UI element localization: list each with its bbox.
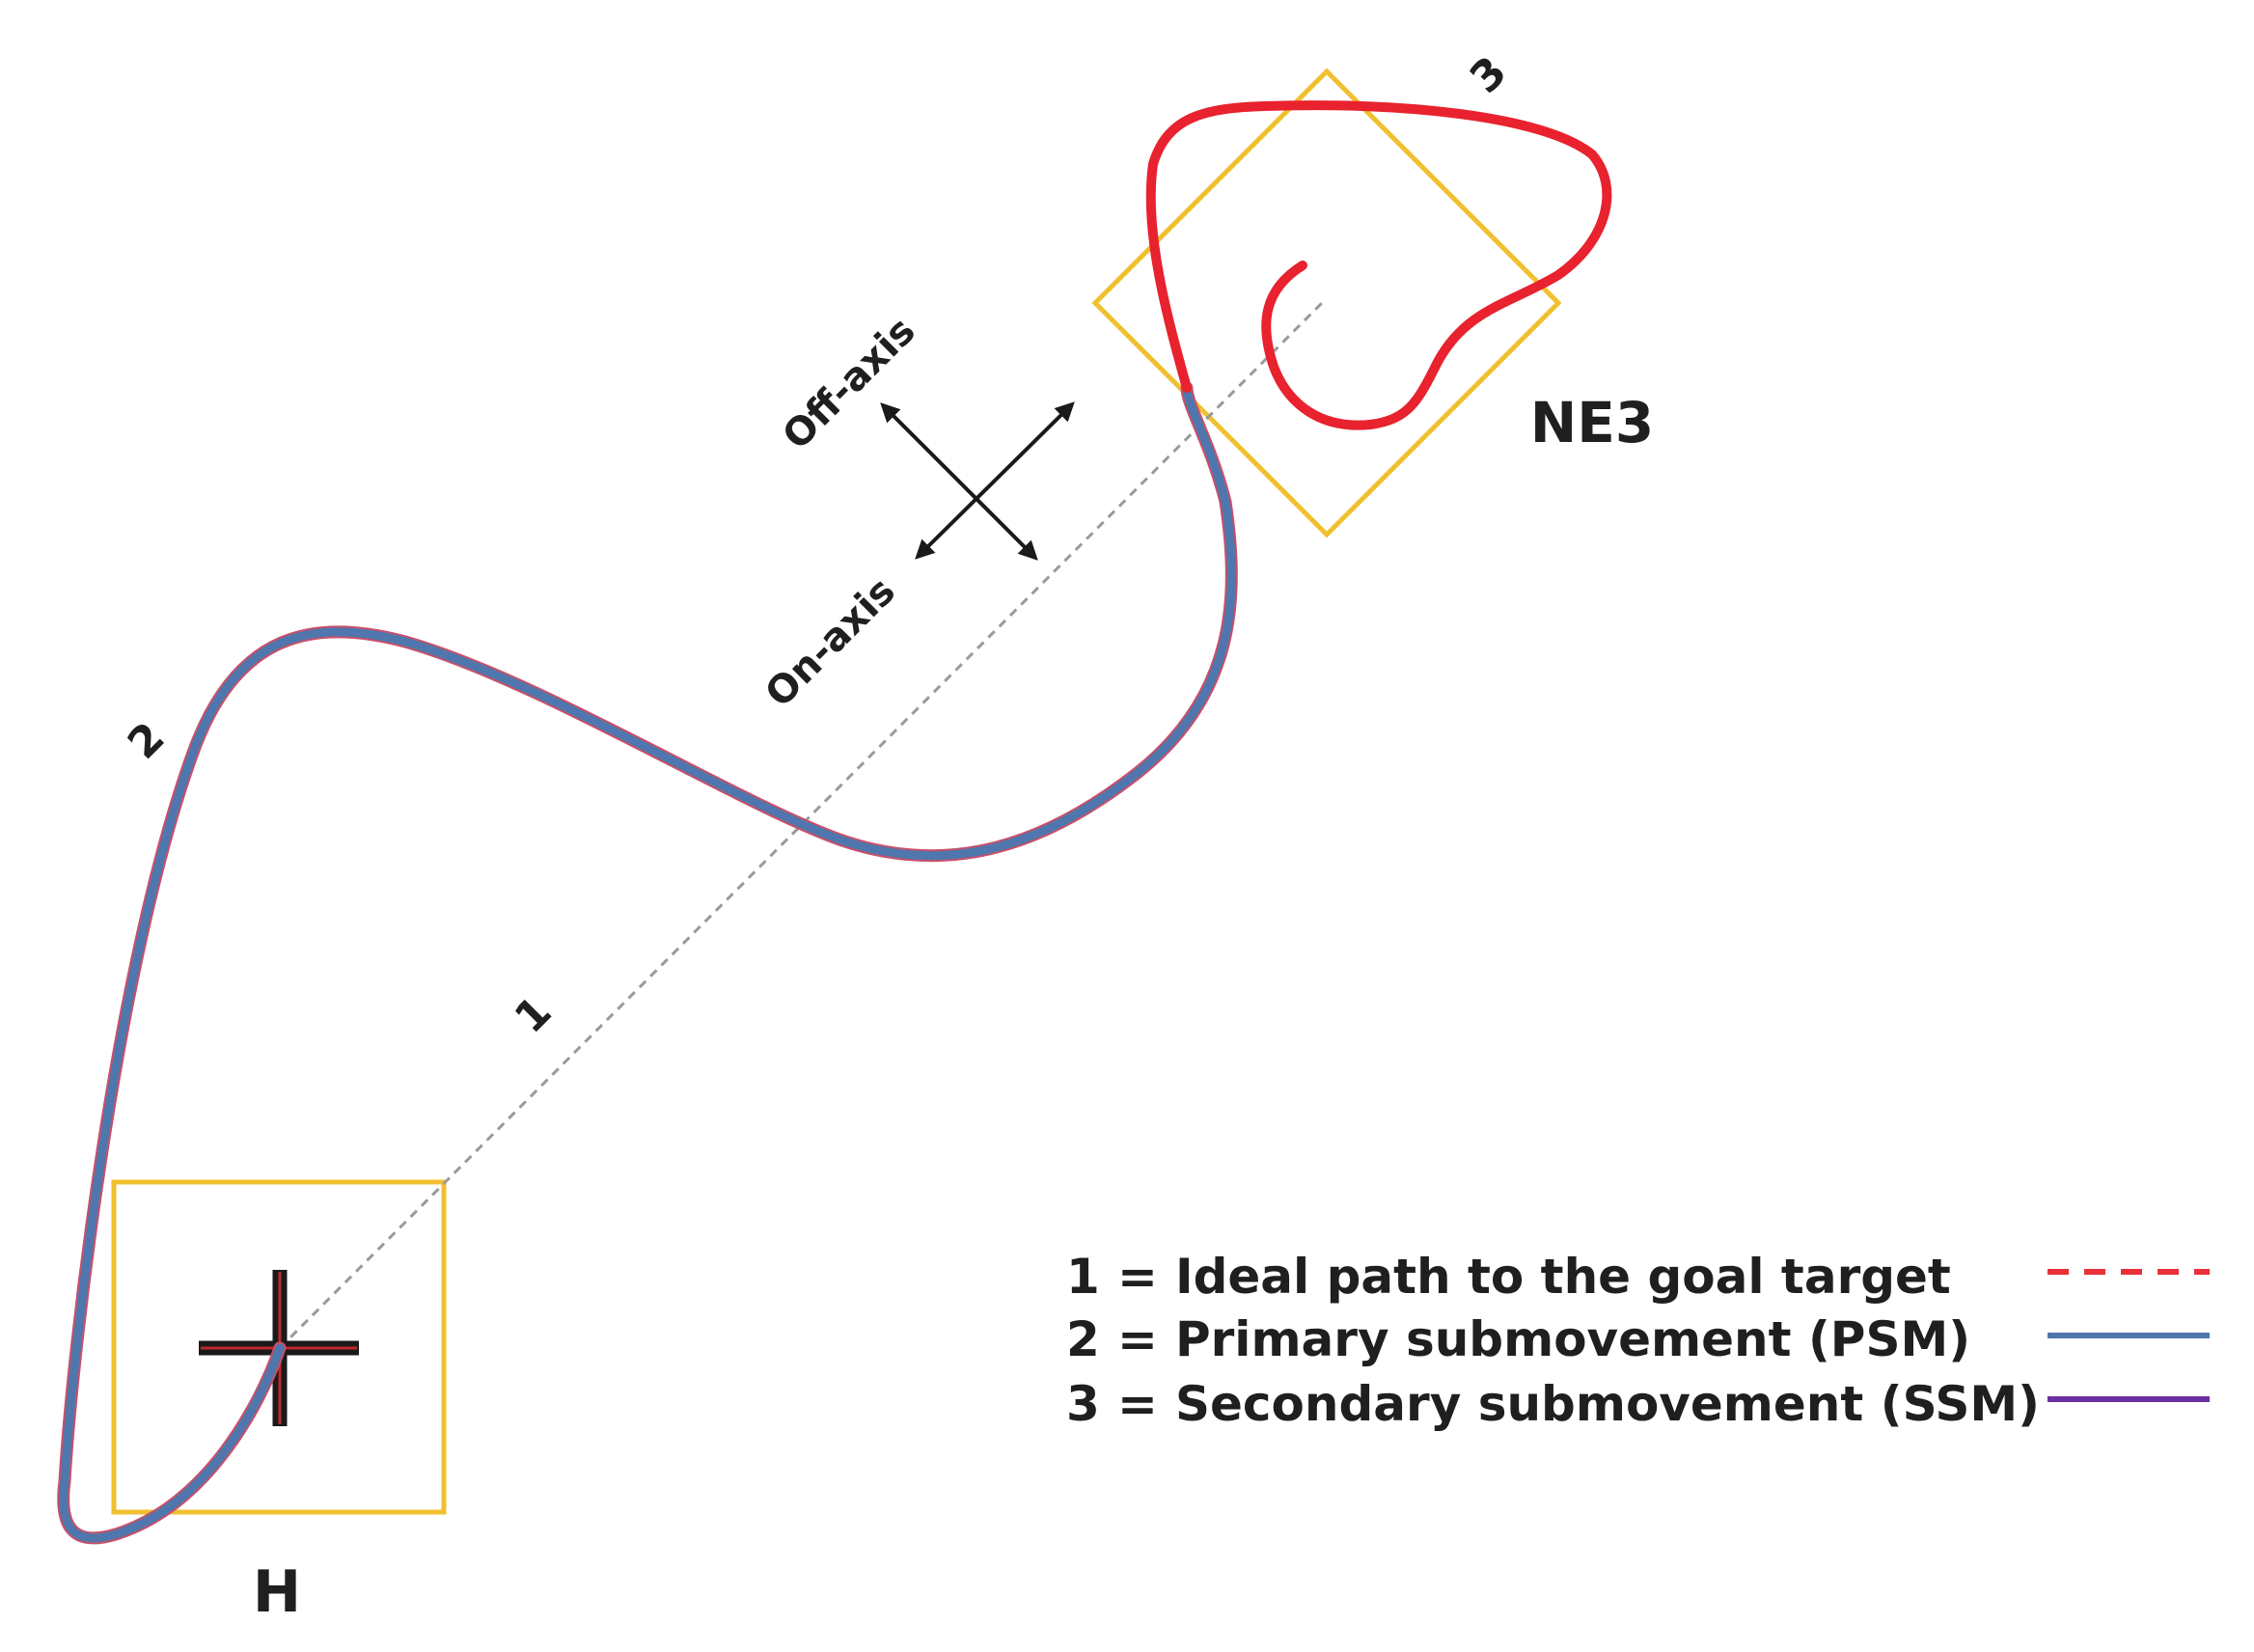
on-axis-arrow <box>915 401 1075 560</box>
on-axis-label: On-axis <box>757 569 904 716</box>
goal-target-diamond <box>1091 68 1562 538</box>
path-2-number: 2 <box>119 713 175 769</box>
legend-item-secondary-submovement: 3 = Secondary submovement (SSM) <box>1066 1376 2210 1432</box>
secondary-submovement-path <box>1145 100 1612 430</box>
legend-text: Ideal path to the goal target <box>1175 1249 1951 1305</box>
legend-equals: = <box>1117 1311 1158 1367</box>
primary-submovement-path <box>57 381 1238 1545</box>
off-axis-direction-arrow <box>880 402 1038 561</box>
legend-text: Primary submovement (PSM) <box>1175 1311 1970 1367</box>
off-axis-label: Off-axis <box>775 309 924 458</box>
goal-target-label: NE3 <box>1530 390 1655 455</box>
legend-number: 1 <box>1066 1249 1100 1305</box>
legend-number: 3 <box>1066 1376 1100 1432</box>
legend-text: Secondary submovement (SSM) <box>1175 1376 2040 1432</box>
legend-number: 2 <box>1066 1311 1100 1367</box>
home-target-box <box>111 1179 447 1515</box>
legend-equals: = <box>1117 1249 1158 1305</box>
legend-item-primary-submovement: 2 = Primary submovement (PSM) <box>1066 1311 2210 1367</box>
legend-equals: = <box>1117 1376 1158 1432</box>
path-3-number: 3 <box>1461 47 1517 103</box>
legend: 1 = Ideal path to the goal target 2 = Pr… <box>1066 1249 2210 1432</box>
legend-item-ideal-path: 1 = Ideal path to the goal target <box>1066 1249 2210 1305</box>
home-target-label: H <box>253 1558 301 1626</box>
path-1-number: 1 <box>506 987 562 1043</box>
